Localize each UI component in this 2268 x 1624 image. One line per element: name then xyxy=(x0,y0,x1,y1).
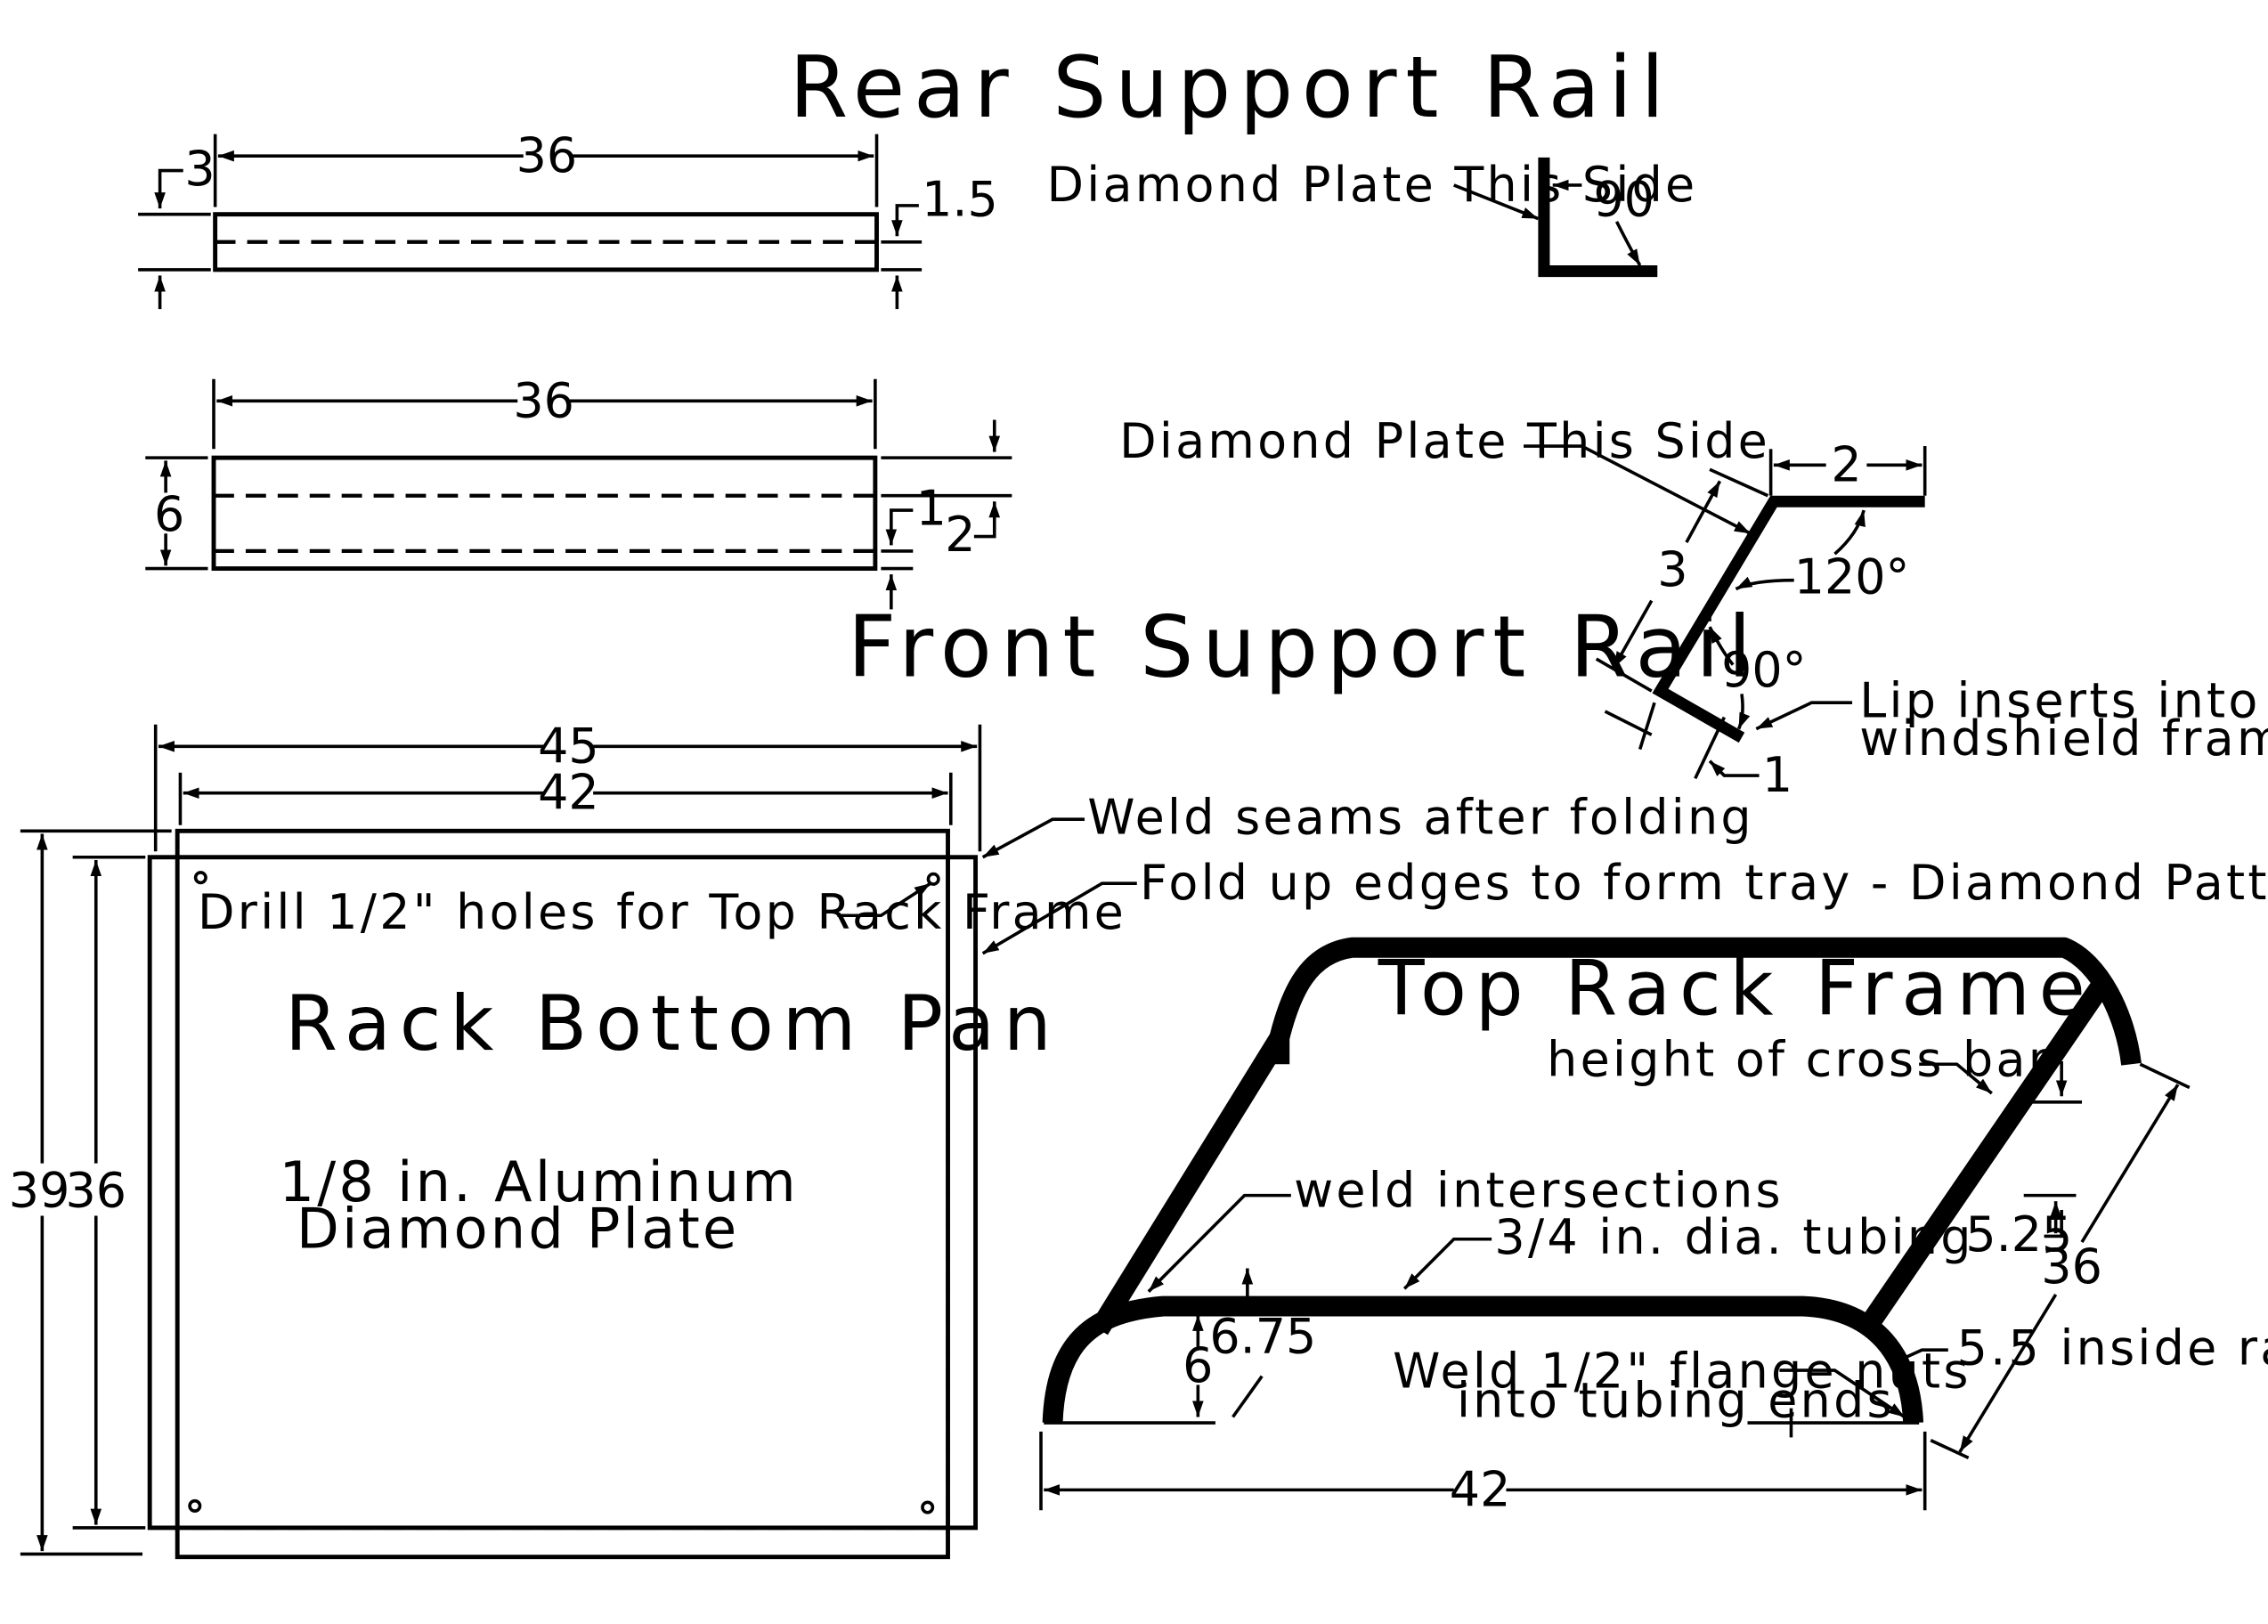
pan-outer-width: 45 xyxy=(538,718,599,774)
bottom-pan xyxy=(20,724,1137,1560)
weld-intersections-note: weld intersections xyxy=(1294,1163,1784,1219)
front-rail-length: 36 xyxy=(513,372,574,428)
front-rail-profile-lip: 1 xyxy=(1762,747,1792,803)
frame-height-high: 6.75 xyxy=(1209,1308,1316,1364)
front-rail-plan xyxy=(145,378,1012,610)
pan-title: Rack Bottom Pan xyxy=(285,980,1061,1068)
front-rail-lip-note-1: Lip inserts into xyxy=(1859,673,2260,729)
pan-outer-height: 39 xyxy=(9,1163,70,1219)
pan-material-2: Diamond Plate xyxy=(297,1196,739,1261)
front-rail-lip-note-2: windshield frame xyxy=(1859,710,2268,767)
pan-inner-width: 42 xyxy=(538,765,599,821)
crossbar-height: 5.25 xyxy=(1965,1206,2072,1263)
pan-inner-height: 36 xyxy=(65,1163,126,1219)
front-rail-title: Front Support Rail xyxy=(848,599,1760,697)
rear-rail-length: 36 xyxy=(516,127,578,183)
frame-height-low: 6 xyxy=(1183,1337,1213,1393)
rear-rail-title: Rear Support Rail xyxy=(790,39,1673,137)
rear-rail-plan xyxy=(138,134,923,310)
radius-note: 5.5 inside rad. xyxy=(1957,1320,2268,1376)
frame-width: 42 xyxy=(1450,1461,1511,1517)
pan-fold-note: Fold up edges to form tray - Diamond Pat… xyxy=(1140,855,2268,911)
top-frame-title: Top Rack Frame xyxy=(1378,945,2094,1033)
rear-rail-height: 3 xyxy=(184,141,215,197)
front-rail-angle-lower: 90° xyxy=(1721,642,1806,698)
frame-depth: 36 xyxy=(2041,1238,2102,1295)
front-rail-lip: 1 xyxy=(916,480,947,536)
pan-weld-note: Weld seams after folding xyxy=(1087,789,1754,845)
tubing-note: 3/4 in. dia. tubing xyxy=(1494,1209,1973,1265)
front-rail-note: Diamond Plate This Side xyxy=(1119,413,1770,469)
pan-drill-note: Drill 1/2" holes for Top Rack Frame xyxy=(198,884,1126,940)
flange-note-1: Weld 1/2" flange nuts xyxy=(1393,1344,1971,1400)
crossbar-note: height of cross bar xyxy=(1547,1031,2051,1087)
pan-material-1: 1/8 in. Aluminum xyxy=(279,1149,799,1214)
rear-rail-fold-offset: 1.5 xyxy=(922,171,998,227)
front-rail-profile xyxy=(1524,444,1927,780)
front-rail-height: 6 xyxy=(154,486,184,542)
front-rail-fold-offset: 2 xyxy=(945,507,975,563)
top-rack-frame xyxy=(1039,937,2191,1511)
rear-rail-profile xyxy=(1453,157,1658,278)
rear-rail-note: Diamond Plate This Side xyxy=(1047,157,1698,213)
front-rail-angle-upper: 120° xyxy=(1794,548,1910,605)
front-rail-profile-width: 2 xyxy=(1831,436,1861,492)
flange-note-2: into tubing ends xyxy=(1457,1372,1895,1428)
rear-rail-angle: 90 xyxy=(1593,171,1654,227)
front-rail-profile-depth: 3 xyxy=(1657,541,1687,597)
